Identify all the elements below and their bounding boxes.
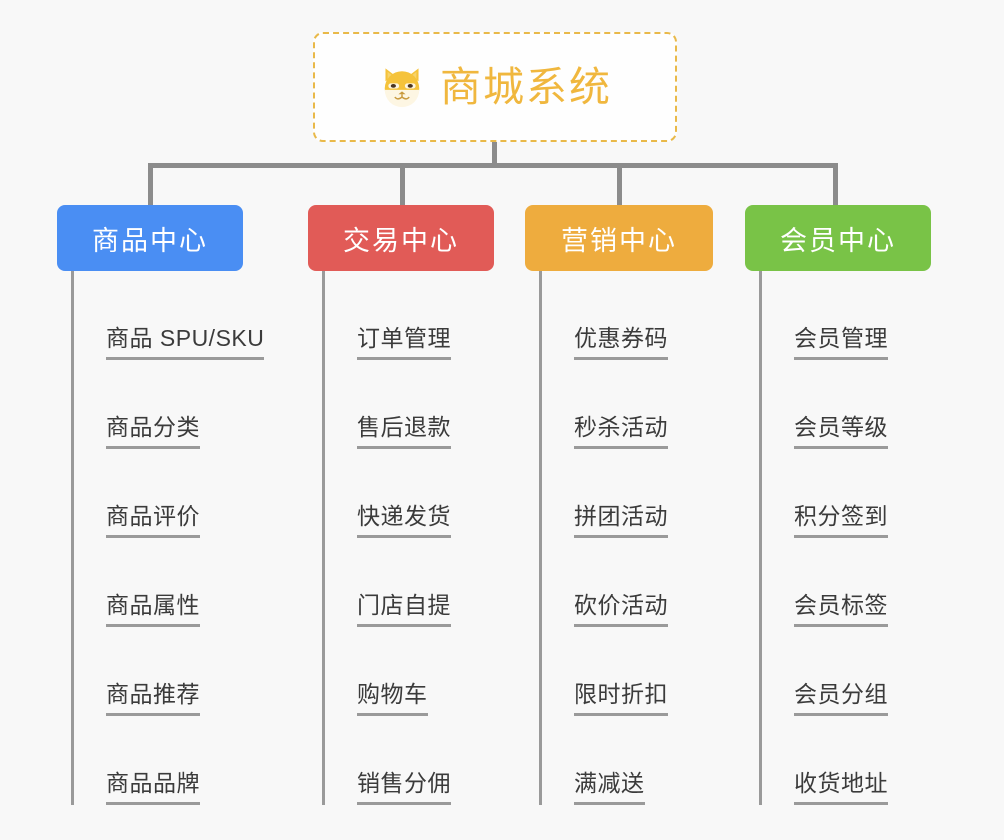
leaf-label: 会员标签	[794, 593, 888, 627]
list-item[interactable]: 会员管理	[762, 271, 1004, 360]
list-item[interactable]: 商品评价	[74, 449, 334, 538]
leaf-label: 会员等级	[794, 415, 888, 449]
category-header-member[interactable]: 会员中心	[745, 205, 931, 271]
leaf-label: 快递发货	[357, 504, 451, 538]
list-item[interactable]: 优惠券码	[542, 271, 802, 360]
list-item[interactable]: 商品品牌	[74, 716, 334, 805]
leaf-label: 限时折扣	[574, 682, 668, 716]
connector-drop-4	[833, 163, 838, 205]
list-item[interactable]: 会员等级	[762, 360, 1004, 449]
list-item[interactable]: 拼团活动	[542, 449, 802, 538]
leaf-label: 收货地址	[794, 771, 888, 805]
list-item[interactable]: 会员分组	[762, 627, 1004, 716]
list-item[interactable]: 商品 SPU/SKU	[74, 271, 334, 360]
leaf-list-product: 商品 SPU/SKU 商品分类 商品评价 商品属性 商品推荐 商品品牌	[71, 271, 334, 805]
list-item[interactable]: 砍价活动	[542, 538, 802, 627]
connector-drop-3	[617, 163, 622, 205]
list-item[interactable]: 会员标签	[762, 538, 1004, 627]
list-item[interactable]: 限时折扣	[542, 627, 802, 716]
leaf-label: 商品评价	[106, 504, 200, 538]
list-item[interactable]: 秒杀活动	[542, 360, 802, 449]
category-column-product: 商品中心 商品 SPU/SKU 商品分类 商品评价 商品属性 商品推荐 商品品牌	[57, 205, 334, 805]
list-item[interactable]: 门店自提	[325, 538, 585, 627]
category-header-marketing[interactable]: 营销中心	[525, 205, 713, 271]
category-header-label: 营销中心	[561, 225, 677, 256]
category-header-product[interactable]: 商品中心	[57, 205, 243, 271]
leaf-label: 商品推荐	[106, 682, 200, 716]
leaf-label: 销售分佣	[357, 771, 451, 805]
leaf-label: 会员分组	[794, 682, 888, 716]
list-item[interactable]: 购物车	[325, 627, 585, 716]
root-title: 商城系统	[440, 63, 612, 110]
category-column-marketing: 营销中心 优惠券码 秒杀活动 拼团活动 砍价活动 限时折扣 满减送	[525, 205, 802, 805]
leaf-label: 满减送	[574, 771, 645, 805]
list-item[interactable]: 商品属性	[74, 538, 334, 627]
connector-horizontal-bus	[148, 163, 838, 168]
leaf-label: 售后退款	[357, 415, 451, 449]
list-item[interactable]: 积分签到	[762, 449, 1004, 538]
list-item[interactable]: 订单管理	[325, 271, 585, 360]
leaf-label: 砍价活动	[574, 593, 668, 627]
leaf-label: 购物车	[357, 682, 428, 716]
leaf-label: 商品品牌	[106, 771, 200, 805]
leaf-label: 门店自提	[357, 593, 451, 627]
leaf-list-member: 会员管理 会员等级 积分签到 会员标签 会员分组 收货地址	[759, 271, 1004, 805]
leaf-label: 优惠券码	[574, 326, 668, 360]
list-item[interactable]: 收货地址	[762, 716, 1004, 805]
leaf-label: 会员管理	[794, 326, 888, 360]
category-header-label: 商品中心	[92, 225, 208, 256]
leaf-label: 订单管理	[357, 326, 451, 360]
leaf-list-trade: 订单管理 售后退款 快递发货 门店自提 购物车 销售分佣	[322, 271, 585, 805]
connector-drop-2	[400, 163, 405, 205]
list-item[interactable]: 商品推荐	[74, 627, 334, 716]
list-item[interactable]: 商品分类	[74, 360, 334, 449]
list-item[interactable]: 满减送	[542, 716, 802, 805]
shiba-inu-dog-face-icon	[384, 68, 420, 108]
leaf-label: 商品 SPU/SKU	[106, 326, 265, 360]
leaf-label: 秒杀活动	[574, 415, 668, 449]
category-header-trade[interactable]: 交易中心	[308, 205, 494, 271]
leaf-list-marketing: 优惠券码 秒杀活动 拼团活动 砍价活动 限时折扣 满减送	[539, 271, 802, 805]
connector-drop-1	[148, 163, 153, 205]
category-header-label: 会员中心	[780, 225, 896, 256]
list-item[interactable]: 快递发货	[325, 449, 585, 538]
list-item[interactable]: 售后退款	[325, 360, 585, 449]
leaf-label: 商品属性	[106, 593, 200, 627]
leaf-label: 商品分类	[106, 415, 200, 449]
list-item[interactable]: 销售分佣	[325, 716, 585, 805]
category-column-trade: 交易中心 订单管理 售后退款 快递发货 门店自提 购物车 销售分佣	[308, 205, 585, 805]
root-node[interactable]: 商城系统	[313, 32, 677, 142]
category-header-label: 交易中心	[343, 225, 459, 256]
category-column-member: 会员中心 会员管理 会员等级 积分签到 会员标签 会员分组 收货地址	[745, 205, 1004, 805]
leaf-label: 拼团活动	[574, 504, 668, 538]
connector-root-stem	[492, 142, 497, 165]
leaf-label: 积分签到	[794, 504, 888, 538]
